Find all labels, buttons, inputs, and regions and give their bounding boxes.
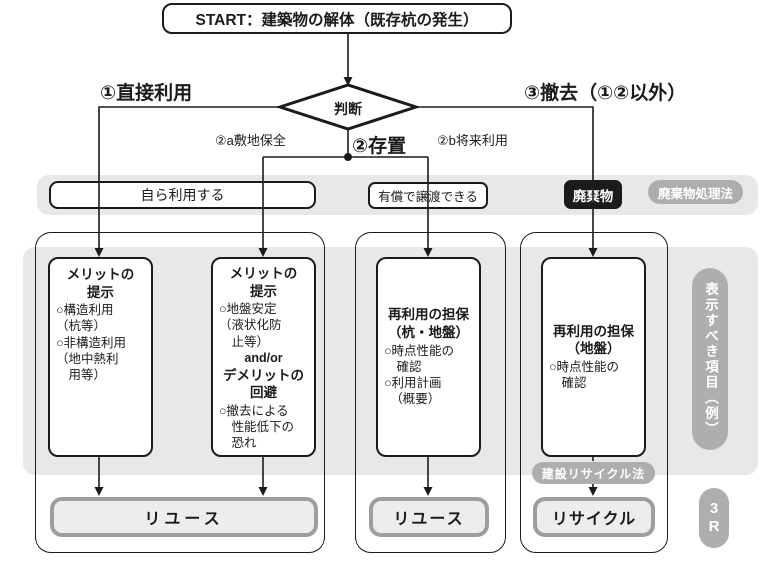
branch-1-label: ①直接利用	[100, 83, 193, 104]
branch-2b-label: ②b将来利用	[437, 133, 508, 148]
box-merit-direct: メリットの 提示 ○構造利用 （杭等） ○非構造利用 （地中熱利 用等）	[48, 257, 153, 457]
box1-body: ○構造利用 （杭等） ○非構造利用 （地中熱利 用等）	[56, 303, 127, 383]
three-r-tag: 3R	[699, 488, 729, 548]
result-reuse-2: リユース	[369, 497, 489, 537]
result-recycle: リサイクル	[533, 497, 655, 537]
three-r-tag-label: 3R	[705, 500, 723, 536]
box2-connector: and/or	[244, 350, 283, 365]
branch-2a-label: ②a敷地保全	[215, 133, 286, 148]
box3-title: 再利用の担保 （杭・地盤）	[388, 307, 469, 340]
start-node: START：建築物の解体（既存杭の発生）	[162, 3, 512, 34]
self-use-node: 自ら利用する	[49, 181, 316, 209]
display-items-tag-label: 表示すべき項目（例）	[703, 281, 718, 437]
result-reuse-1-label: リユース	[144, 511, 224, 528]
waste-law-tag: 廃棄物処理法	[648, 180, 743, 204]
box1-title: メリットの 提示	[66, 267, 135, 300]
box-guarantee-ground: 再利用の担保 （地盤） ○時点性能の 確認	[541, 257, 646, 457]
box3-body: ○時点性能の 確認 ○利用計画 （概要）	[384, 343, 455, 407]
recycle-law-tag-label: 建設リサイクル法	[541, 466, 646, 481]
box-guarantee-pile-ground: 再利用の担保 （杭・地盤） ○時点性能の 確認 ○利用計画 （概要）	[376, 257, 481, 457]
box2-body1: ○地盤安定 （液状化防 止等）	[219, 302, 282, 349]
branch-3-label: ③撤去（①②以外）	[524, 83, 687, 104]
result-reuse-2-label: リユース	[393, 511, 465, 528]
group-removal	[520, 232, 668, 553]
box2-title: メリットの 提示	[229, 266, 298, 299]
box4-body: ○時点性能の 確認	[549, 359, 620, 391]
box2-body2: ○撤去による 性能低下の 恐れ	[219, 403, 295, 451]
display-items-tag: 表示すべき項目（例）	[692, 268, 728, 450]
result-reuse-1: リユース	[50, 497, 318, 537]
box4-title: 再利用の担保 （地盤）	[553, 323, 634, 357]
branch-2-label: ②存置	[352, 136, 407, 157]
result-recycle-label: リサイクル	[551, 511, 637, 528]
self-use-label: 自ら利用する	[140, 187, 225, 203]
waste-label: 廃棄物	[572, 188, 614, 204]
decision-node-label: 判断	[334, 101, 362, 117]
paid-transfer-label: 有償で譲渡できる	[378, 190, 478, 204]
box2-title2: デメリットの 回避	[223, 367, 304, 401]
box-merit-demerit: メリットの 提示 ○地盤安定 （液状化防 止等） and/or デメリットの 回…	[211, 257, 316, 457]
paid-transfer-node: 有償で譲渡できる	[368, 182, 488, 209]
waste-law-tag-label: 廃棄物処理法	[657, 186, 733, 201]
recycle-law-tag: 建設リサイクル法	[532, 462, 655, 484]
start-node-label: START：建築物の解体（既存杭の発生）	[195, 11, 479, 29]
waste-node: 廃棄物	[564, 180, 622, 209]
